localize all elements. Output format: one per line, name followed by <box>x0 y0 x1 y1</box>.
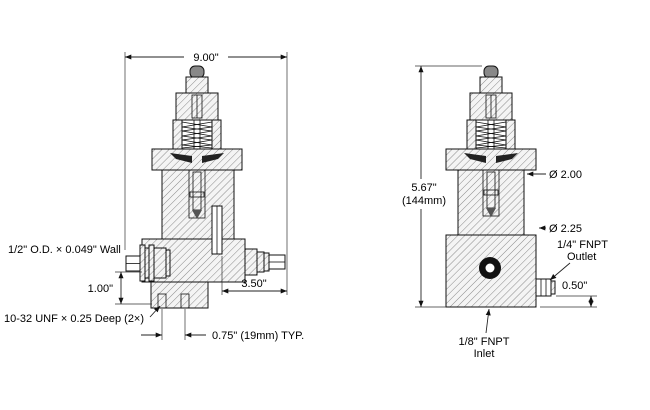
tapped-hole <box>180 293 190 309</box>
diaphragm <box>464 153 486 163</box>
outlet-cap <box>550 280 556 295</box>
spring-housing-wall <box>172 119 183 150</box>
spring-coil <box>181 121 213 149</box>
right-view <box>445 65 556 308</box>
dim-spacing-label: 0.75" (19mm) TYP. <box>212 330 304 342</box>
outlet-label-line1: 1/4" FNPT <box>557 239 608 251</box>
adjuster-base <box>479 76 503 94</box>
dim-height-label: 1.00" <box>88 283 113 295</box>
diaphragm <box>202 153 224 163</box>
fitting-flange <box>139 244 146 282</box>
fitting-nut <box>244 248 258 276</box>
dia-body-label: Ø 2.00 <box>549 169 582 181</box>
poppet-tip <box>192 210 202 219</box>
spring-coil <box>475 121 507 149</box>
diaphragm <box>496 153 518 163</box>
dim-port-label: 0.50" <box>562 280 587 292</box>
right-view-dimensions: 5.67" (144mm) Ø 2.00 Ø 2.25 1/4" FNPT Ou… <box>402 65 608 360</box>
fitting-flange <box>148 244 155 282</box>
inlet-label-line1: 1/8" FNPT <box>459 336 510 348</box>
adjuster-assembly <box>175 65 219 121</box>
dim-overall-width-label: 9.00" <box>193 52 218 64</box>
bonnet <box>151 148 243 171</box>
spring-housing-wall <box>466 119 477 150</box>
adjuster-pin <box>189 65 205 79</box>
tapped-hole-label: 10-32 UNF × 0.25 Deep (2×) <box>4 313 144 325</box>
outlet-boss <box>535 278 552 297</box>
diaphragm <box>170 153 192 163</box>
dia-base-label: Ø 2.25 <box>549 223 582 235</box>
leader-line <box>485 308 491 334</box>
outlet-label-line2: Outlet <box>567 251 596 263</box>
body-block <box>457 169 525 236</box>
adjuster-base <box>185 76 209 94</box>
side-outlet-fitting <box>244 248 286 276</box>
stem-collar <box>189 191 205 198</box>
spring-housing-wall <box>211 119 222 150</box>
dim-offset-label: 3.50" <box>241 278 266 290</box>
spring-assembly <box>172 119 222 150</box>
leader-line <box>549 262 571 281</box>
mounting-flange <box>150 281 209 309</box>
tapped-hole <box>157 293 167 309</box>
spring-coil <box>475 121 507 149</box>
inlet-label-line2: Inlet <box>474 348 495 360</box>
spring-housing-wall <box>505 119 516 150</box>
stem-collar <box>483 189 499 196</box>
tube-spec-label: 1/2" O.D. × 0.049" Wall <box>8 244 121 256</box>
poppet-tip <box>486 208 496 217</box>
adjuster-pin <box>483 65 499 79</box>
spring-coil <box>181 121 213 149</box>
left-view-dimensions: 9.00" 1/2" O.D. × 0.049" Wall 1.00" 3.50… <box>4 52 304 342</box>
ferrule <box>256 251 265 273</box>
valve-body <box>457 169 525 236</box>
valve-body <box>161 169 235 240</box>
spring-assembly <box>466 119 516 150</box>
adjuster-assembly <box>469 65 513 121</box>
dim-height-mm-label: (144mm) <box>402 195 446 207</box>
side-inlet-fitting <box>125 244 171 282</box>
ferrule <box>263 252 270 272</box>
dim-height-in-label: 5.67" <box>411 182 436 194</box>
leader-line <box>149 305 161 318</box>
inlet-port-bore <box>485 263 495 273</box>
outlet-port-fitting <box>535 278 556 297</box>
left-view <box>125 65 286 309</box>
body-block <box>161 169 235 240</box>
bonnet <box>445 148 537 171</box>
